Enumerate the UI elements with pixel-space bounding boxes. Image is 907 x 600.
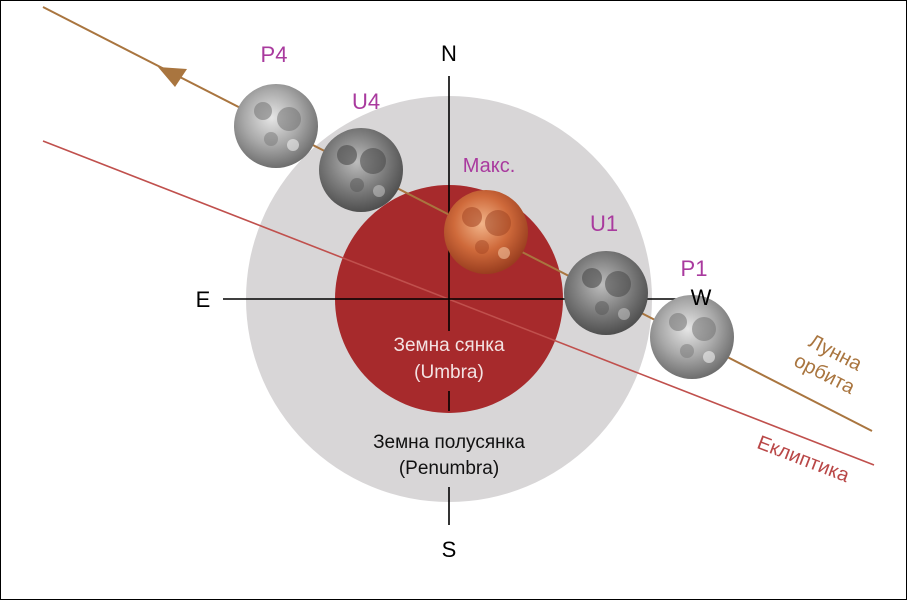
west-label: W <box>691 285 712 310</box>
phase-label-p4: P4 <box>261 42 288 67</box>
phase-label-max: Макс. <box>463 155 516 177</box>
umbra-label-line1: Земна сянка <box>393 335 504 356</box>
phase-label-u1: U1 <box>590 211 618 236</box>
penumbra-label-line2: (Penumbra) <box>399 458 499 479</box>
north-label: N <box>441 41 457 66</box>
east-label: E <box>196 287 211 312</box>
ecliptic-label: Еклиптика <box>754 432 853 487</box>
moon-max <box>444 190 528 274</box>
penumbra-label-line1: Земна полусянка <box>373 432 525 453</box>
ecliptic-line <box>42 140 875 466</box>
moon-u1 <box>564 251 648 335</box>
orbit-label: Лунна орбита <box>790 330 866 399</box>
moon-p1 <box>650 295 734 379</box>
umbra-label-line2: (Umbra) <box>414 362 484 383</box>
moon-u4 <box>319 128 403 212</box>
phase-label-u4: U4 <box>352 89 380 114</box>
orbit-direction-arrow <box>158 67 187 87</box>
moon-p4 <box>234 84 318 168</box>
phase-label-p1: P1 <box>681 256 708 281</box>
south-label: S <box>442 537 457 562</box>
